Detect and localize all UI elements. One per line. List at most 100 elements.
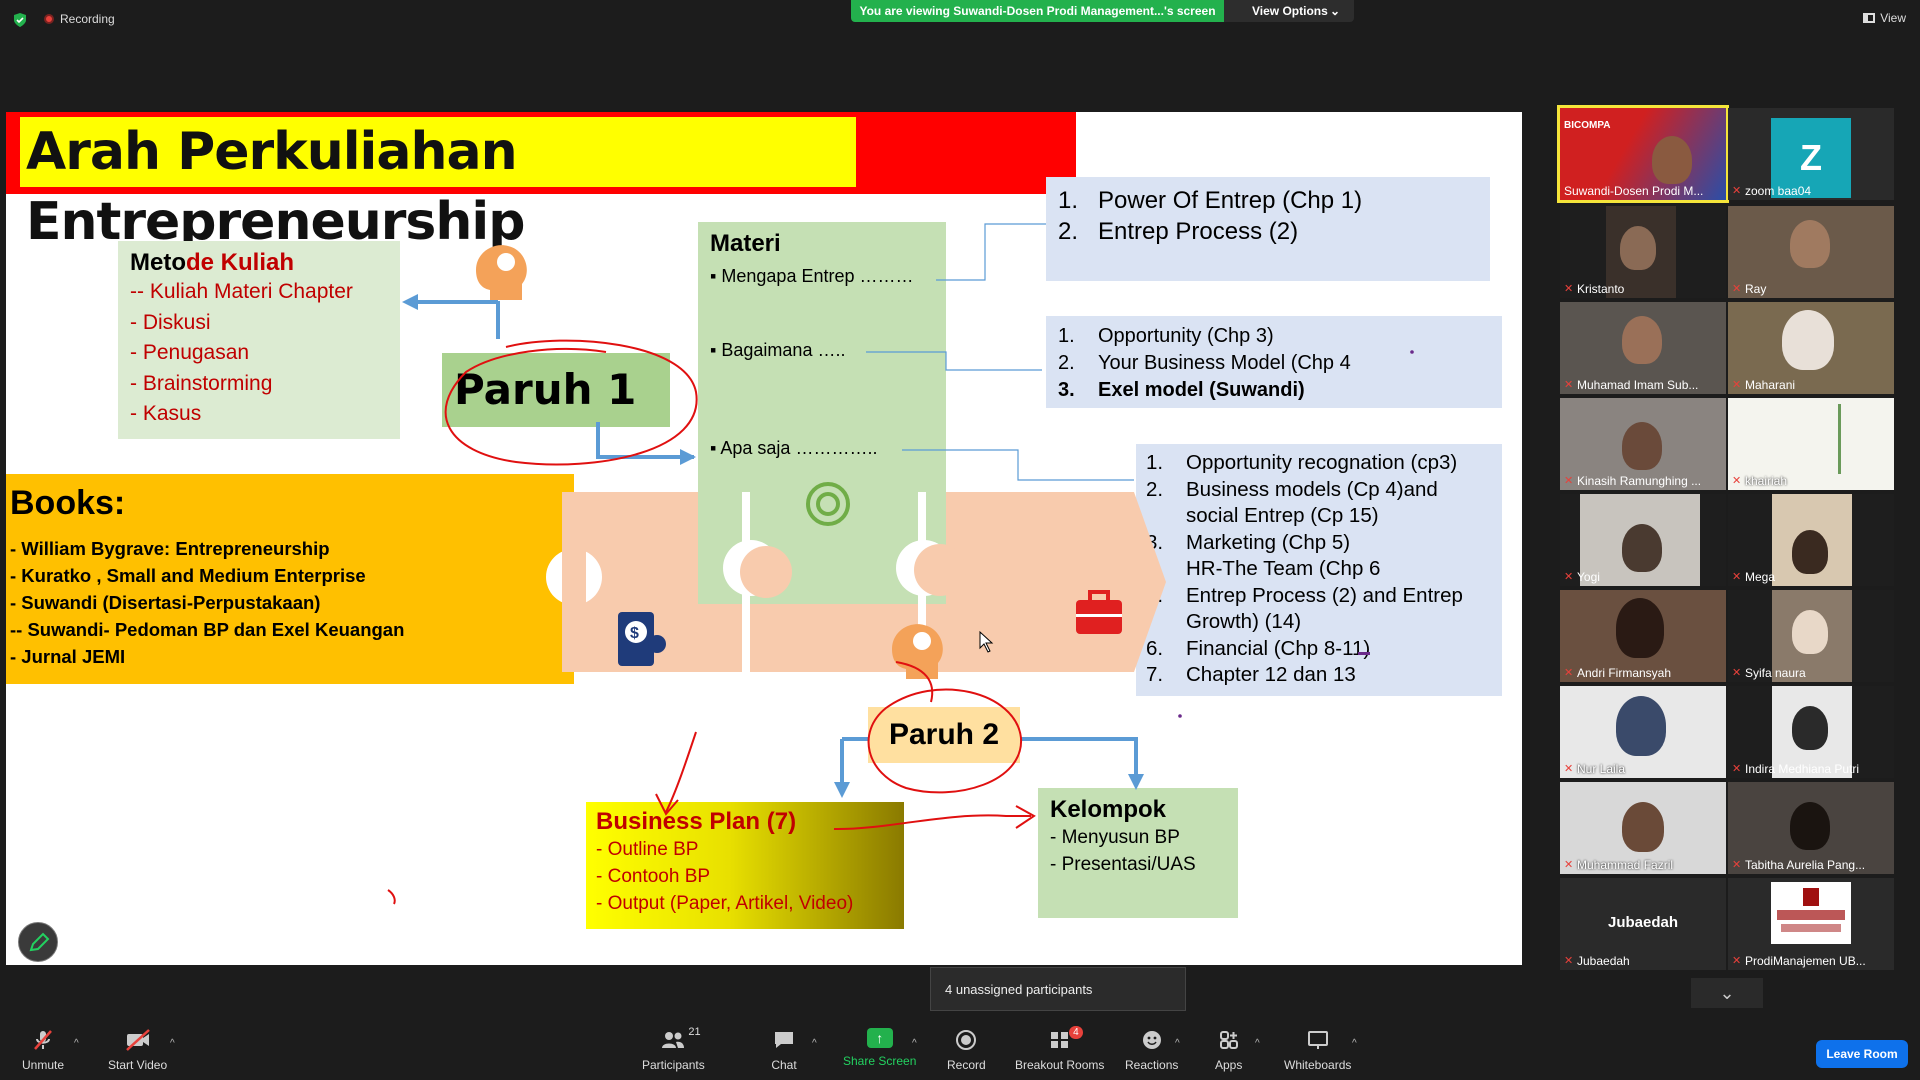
participant-tile[interactable]: ✕Kinasih Ramunghing ... xyxy=(1560,398,1726,490)
muted-mic-icon: ✕ xyxy=(1564,283,1574,295)
participant-face xyxy=(1622,316,1662,364)
security-shield-icon[interactable] xyxy=(12,12,28,28)
list-item: 1.Power Of Entrep (Chp 1) xyxy=(1058,187,1363,214)
shared-screen: Arah Perkuliahan Entrepreneurship Metode… xyxy=(6,112,1522,965)
audio-options-caret-icon[interactable]: ^ xyxy=(74,1038,79,1049)
participant-face xyxy=(1652,136,1692,184)
view-label: View xyxy=(1880,11,1906,25)
participant-name: ✕Ray xyxy=(1732,282,1767,296)
books-item: - Kuratko , Small and Medium Enterprise xyxy=(10,565,366,586)
grid-view-icon xyxy=(1863,13,1876,23)
participant-tile[interactable]: ✕Indira Medhiana Putri xyxy=(1728,686,1894,778)
record-button[interactable]: Record xyxy=(947,1028,986,1072)
apps-caret-icon[interactable]: ^ xyxy=(1255,1038,1260,1049)
gallery-next-page-button[interactable]: ⌄ xyxy=(1691,978,1763,1008)
participant-tile[interactable]: Z ✕zoom baa04 xyxy=(1728,108,1894,200)
participant-face xyxy=(1782,310,1834,370)
leave-room-button[interactable]: Leave Room xyxy=(1816,1040,1908,1068)
muted-mic-icon: ✕ xyxy=(1564,955,1574,967)
pencil-icon xyxy=(29,932,50,952)
participant-display-name: Jubaedah xyxy=(1607,914,1679,931)
participant-tile[interactable]: ✕Mega xyxy=(1728,494,1894,586)
business-plan-item: - Contooh BP xyxy=(596,866,711,887)
video-feed xyxy=(1560,108,1726,200)
muted-mic-icon: ✕ xyxy=(1564,379,1574,391)
participant-tile[interactable]: ✕Yogi xyxy=(1560,494,1726,586)
participant-tile[interactable]: ✕Ray xyxy=(1728,206,1894,298)
breakout-rooms-button[interactable]: 4 Breakout Rooms xyxy=(1015,1026,1105,1072)
recording-indicator[interactable]: Recording xyxy=(44,12,115,26)
participant-name: ✕Indira Medhiana Putri xyxy=(1732,762,1860,776)
participant-tile[interactable]: Jubaedah ✕Jubaedah xyxy=(1560,878,1726,970)
chat-options-caret-icon[interactable]: ^ xyxy=(812,1038,817,1049)
participant-name: ✕Muhamad Imam Sub... xyxy=(1564,378,1699,392)
reactions-caret-icon[interactable]: ^ xyxy=(1175,1038,1180,1049)
participants-button[interactable]: 21 Participants xyxy=(642,1026,705,1072)
participant-face xyxy=(1622,524,1662,572)
whiteboard-icon xyxy=(1305,1028,1331,1052)
chevron-down-icon: ⌄ xyxy=(1719,982,1735,1003)
start-video-button[interactable]: Start Video xyxy=(108,1028,167,1072)
participant-tile[interactable]: ✕Kristanto xyxy=(1560,206,1726,298)
share-options-caret-icon[interactable]: ^ xyxy=(912,1038,917,1049)
video-options-caret-icon[interactable]: ^ xyxy=(170,1038,175,1049)
participant-tile[interactable]: ✕Andri Firmansyah xyxy=(1560,590,1726,682)
participant-tile[interactable]: ✕Muhammad Fazril xyxy=(1560,782,1726,874)
paruh-1-box: Paruh 1 xyxy=(442,353,670,427)
participants-count: 21 xyxy=(688,1026,701,1038)
apps-button[interactable]: Apps xyxy=(1215,1028,1242,1072)
participant-face xyxy=(1622,422,1662,470)
chat-icon xyxy=(771,1028,797,1052)
muted-microphone-icon xyxy=(30,1028,56,1052)
list-item: 2.Your Business Model (Chp 4 xyxy=(1058,352,1351,374)
metode-item: - Brainstorming xyxy=(130,371,273,395)
participant-tile[interactable]: ✕Muhamad Imam Sub... xyxy=(1560,302,1726,394)
muted-mic-icon: ✕ xyxy=(1732,283,1742,295)
participant-tile[interactable]: ✕ProdiManajemen UB... xyxy=(1728,878,1894,970)
list-item: 1.Opportunity recognation (cp3) xyxy=(1146,451,1458,474)
metode-item: -- Kuliah Materi Chapter xyxy=(130,280,353,303)
reactions-button[interactable]: Reactions xyxy=(1125,1028,1178,1072)
business-plan-item: - Outline BP xyxy=(596,839,699,860)
muted-mic-icon: ✕ xyxy=(1732,475,1742,487)
books-item: -- Suwandi- Pedoman BP dan Exel Keuangan xyxy=(10,619,405,640)
muted-mic-icon: ✕ xyxy=(1564,571,1574,583)
participant-face xyxy=(1792,706,1828,750)
books-item: - Suwandi (Disertasi-Perpustakaan) xyxy=(10,592,321,613)
metode-kuliah-box: Metode Kuliah -- Kuliah Materi Chapter -… xyxy=(118,241,400,439)
annotation-pen-button[interactable] xyxy=(18,922,58,962)
participant-face xyxy=(1790,802,1830,850)
participant-tile[interactable]: ✕Nur Laila xyxy=(1560,686,1726,778)
participant-tile[interactable]: BICOMPA Suwandi-Dosen Prodi M... xyxy=(1557,105,1729,203)
unmute-button[interactable]: Unmute xyxy=(22,1028,64,1072)
participant-name: ✕ProdiManajemen UB... xyxy=(1732,954,1866,968)
participant-name: ✕Jubaedah xyxy=(1564,954,1630,968)
view-options-button[interactable]: View Options ⌄ xyxy=(1224,0,1354,22)
list-item: 2.Business models (Cp 4)and social Entre… xyxy=(1146,477,1438,528)
participant-name: ✕Nur Laila xyxy=(1564,762,1626,776)
whiteboards-caret-icon[interactable]: ^ xyxy=(1352,1038,1357,1049)
participant-tile[interactable]: ✕Tabitha Aurelia Pang... xyxy=(1728,782,1894,874)
participant-name: ✕Tabitha Aurelia Pang... xyxy=(1732,858,1866,872)
metode-item: - Diskusi xyxy=(130,310,211,334)
participant-tile[interactable]: ✕Maharani xyxy=(1728,302,1894,394)
participant-name: ✕zoom baa04 xyxy=(1732,184,1812,198)
top-bar: Recording You are viewing Suwandi-Dosen … xyxy=(0,0,1920,40)
participant-tile[interactable]: ✕khairiah xyxy=(1728,398,1894,490)
muted-mic-icon: ✕ xyxy=(1732,185,1742,197)
muted-mic-icon: ✕ xyxy=(1732,379,1742,391)
chat-button[interactable]: Chat xyxy=(771,1028,797,1072)
view-button[interactable]: View xyxy=(1863,11,1906,25)
whiteboards-button[interactable]: Whiteboards xyxy=(1284,1028,1351,1072)
participants-icon: 21 xyxy=(660,1026,701,1052)
share-screen-button[interactable]: ↑ Share Screen xyxy=(843,1028,917,1068)
participant-name: ✕Mega xyxy=(1732,570,1776,584)
metode-heading: Metode Kuliah xyxy=(130,249,295,276)
participant-face xyxy=(1616,598,1664,658)
list-item: 4.HR-The Team (Chp 6 xyxy=(1146,557,1381,580)
books-box: Books: - William Bygrave: Entrepreneursh… xyxy=(6,474,574,684)
participant-tile[interactable]: ✕Syifa naura xyxy=(1728,590,1894,682)
muted-mic-icon: ✕ xyxy=(1564,667,1574,679)
meeting-toolbar: Unmute ^ Start Video ^ 21 Participants C… xyxy=(0,1020,1920,1080)
participant-name: ✕Kristanto xyxy=(1564,282,1625,296)
